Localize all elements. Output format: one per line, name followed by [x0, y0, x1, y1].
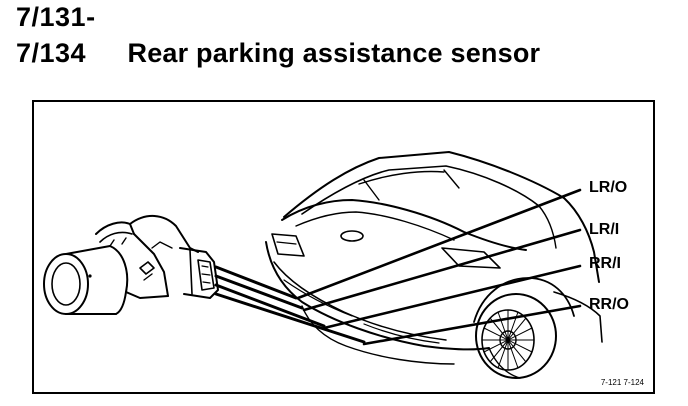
parking-sensor-illustration: [43, 215, 219, 315]
line-drawing: [43, 151, 603, 379]
figure-id: 7-121 7-124: [600, 378, 644, 387]
sensor-label-rr-o: RR/O: [589, 296, 629, 313]
sensor-label-rr-i: RR/I: [589, 255, 621, 272]
sensor-label-lr-i: LR/I: [589, 221, 620, 238]
sensor-label-lr-o: LR/O: [589, 179, 628, 196]
diagram-frame: LR/O LR/I RR/I RR/O 7-121 7-124: [32, 100, 655, 394]
reference-number-start: 7/131-: [16, 2, 96, 32]
reference-number-end: 7/134: [16, 38, 87, 68]
leader-line-lr-o: [296, 188, 582, 300]
sensor-leader-lines: [296, 188, 582, 346]
leader-line-lr-i: [302, 228, 582, 312]
sensor-cable-bundle: [214, 265, 366, 344]
car-illustration: [265, 151, 603, 379]
leader-line-rr-o: [362, 304, 582, 346]
wheel-spokes: [481, 309, 535, 371]
page-title: Rear parking assistance sensor: [127, 38, 541, 68]
title-row: 7/134 Rear parking assistance sensor: [16, 38, 540, 69]
leader-line-rr-i: [322, 264, 582, 330]
